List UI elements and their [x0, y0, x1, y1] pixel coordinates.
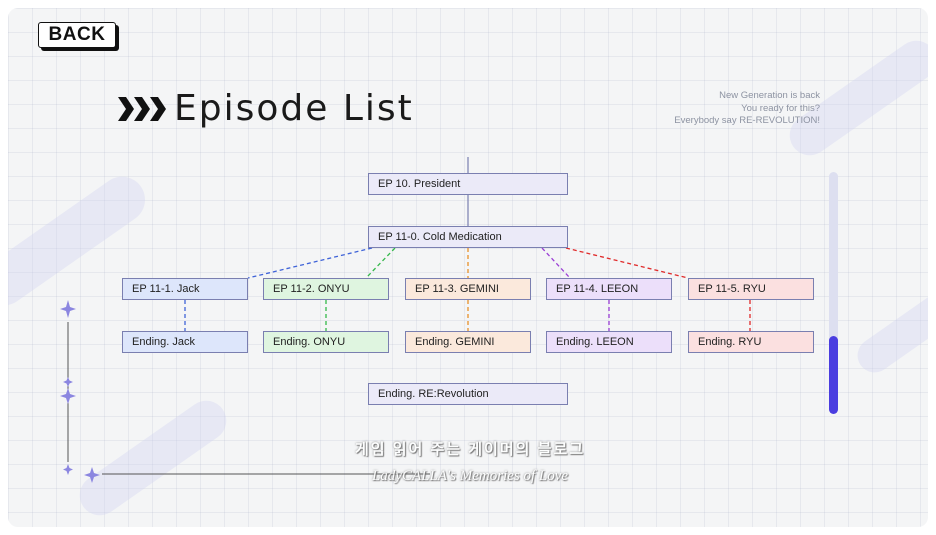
scrollbar-track[interactable]: [829, 172, 838, 413]
ending-node-onyu[interactable]: Ending. ONYU: [263, 331, 389, 353]
tagline-line: You ready for this?: [741, 102, 820, 114]
watermark-line: LadyCALLA's Memories of Love: [371, 468, 569, 484]
game-screen-panel: [8, 8, 928, 527]
episode-node-ep11-3[interactable]: EP 11-3. GEMINI: [405, 278, 531, 300]
episode-node-ep11-4[interactable]: EP 11-4. LEEON: [546, 278, 672, 300]
blog-watermark: 게임 읽어 주는 게이머의 블로그 LadyCALLA's Memories o…: [300, 438, 640, 485]
episode-node-ep11-1[interactable]: EP 11-1. Jack: [122, 278, 248, 300]
watermark-line: 게임 읽어 주는 게이머의 블로그: [354, 441, 586, 458]
episode-node-ep11-5[interactable]: EP 11-5. RYU: [688, 278, 814, 300]
page-title: Episode List: [174, 88, 414, 129]
episode-node-ep11-0[interactable]: EP 11-0. Cold Medication: [368, 226, 568, 248]
ending-node-leeon[interactable]: Ending. LEEON: [546, 331, 672, 353]
back-button[interactable]: BACK: [38, 22, 116, 48]
triple-chevron-icon: [118, 96, 166, 121]
scrollbar-thumb[interactable]: [829, 336, 838, 414]
ending-node-ryu[interactable]: Ending. RYU: [688, 331, 814, 353]
ending-node-rerevolution[interactable]: Ending. RE:Revolution: [368, 383, 568, 405]
episode-node-ep11-2[interactable]: EP 11-2. ONYU: [263, 278, 389, 300]
ending-node-gemini[interactable]: Ending. GEMINI: [405, 331, 531, 353]
episode-node-ep10[interactable]: EP 10. President: [368, 173, 568, 195]
tagline-line: Everybody say RE-REVOLUTION!: [674, 115, 820, 126]
ending-node-jack[interactable]: Ending. Jack: [122, 331, 248, 353]
page-header: Episode List: [118, 88, 414, 129]
tagline: New Generation is back You ready for thi…: [674, 90, 820, 128]
tagline-line: New Generation is back: [719, 90, 820, 101]
